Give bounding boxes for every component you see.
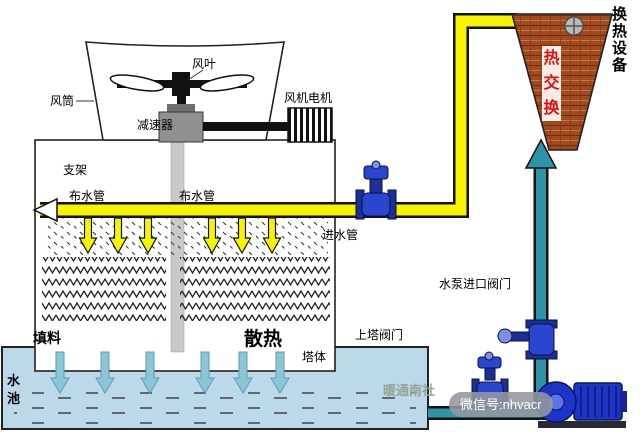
- fan-blade-label: 风叶: [192, 57, 217, 71]
- fill-material-label: 填料: [33, 330, 61, 346]
- support-frame-label: 支架: [63, 163, 88, 177]
- fan-assembly: [109, 72, 255, 114]
- water-dist-pipe-right-label: 布水管: [179, 189, 216, 203]
- heat-dissipation-label: 散热: [244, 329, 283, 350]
- spray-droplets: [45, 217, 328, 255]
- water-inlet-pipe-label: 进水管: [322, 228, 359, 242]
- heat-exchange-equipment-label: 换热设备: [612, 6, 628, 74]
- fan-blade-right: [199, 74, 255, 92]
- motor-drive-link: [203, 122, 289, 131]
- water-dist-pipe-left-label: 布水管: [69, 189, 106, 203]
- pump-inlet-valve-label: 水泵进口阀门: [439, 277, 512, 291]
- spray-arrows: [78, 217, 282, 255]
- fan-duct-label: 风筒: [50, 94, 75, 108]
- fill-material-left-block: [42, 257, 166, 321]
- fan-motor-body: [287, 107, 333, 143]
- flow-arrow-left: [32, 197, 58, 223]
- tower-top-valve-label: 上塔阀门: [355, 328, 404, 342]
- reducer-label: 减速器: [137, 118, 174, 132]
- fan-motor-label: 风机电机: [284, 91, 333, 105]
- callout-lines: [76, 69, 204, 102]
- riser-valve: [497, 319, 558, 360]
- tower-inlet-valve: [355, 160, 397, 220]
- watermark-source: 暖通南社: [383, 383, 436, 398]
- heat-exchange-label: 热交换: [542, 46, 561, 121]
- falling-water-arrows: [50, 351, 290, 394]
- watermark-wechat-badge: 微信号:nhvacr: [449, 392, 553, 417]
- reducer-gearbox: [158, 104, 204, 143]
- fan-blade-left: [109, 74, 165, 92]
- tower-body-label: 塔体: [302, 350, 327, 364]
- hot-water-pipe: [40, 13, 517, 218]
- water-pool-label: 水池: [7, 373, 21, 406]
- fill-material-right-block: [180, 257, 330, 321]
- heat-exchanger: [510, 13, 614, 151]
- pool-water-dashes: [14, 392, 416, 424]
- flow-arrow-up: [524, 138, 558, 169]
